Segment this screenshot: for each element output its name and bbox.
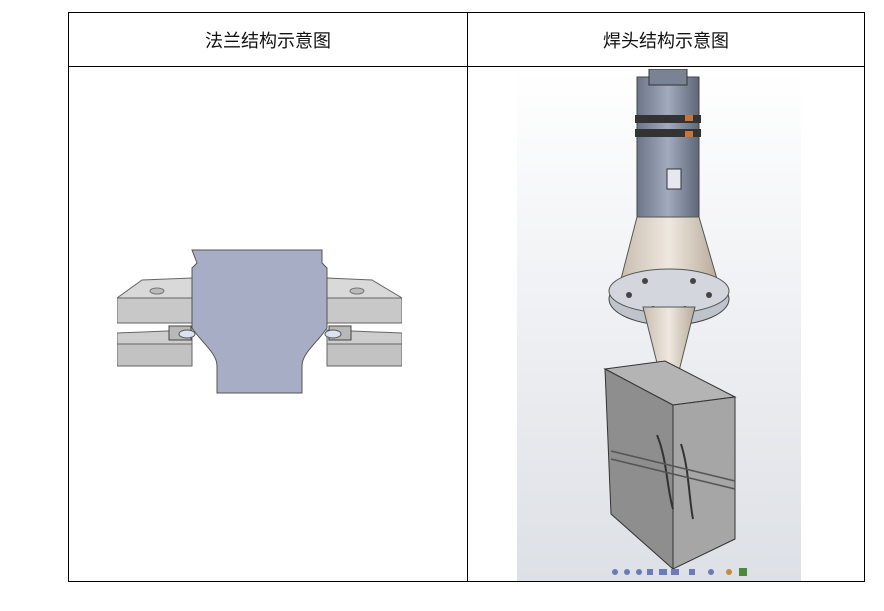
horn-diagram [517,69,801,581]
figure-table: 法兰结构示意图 焊头结构示意图 [68,12,865,582]
column-divider [467,13,468,581]
viewport-toolbar-icons [612,568,747,576]
flange-diagram [117,248,402,398]
horn-header: 焊头结构示意图 [603,30,729,52]
header-divider [69,66,864,67]
flange-header: 法兰结构示意图 [205,30,331,52]
